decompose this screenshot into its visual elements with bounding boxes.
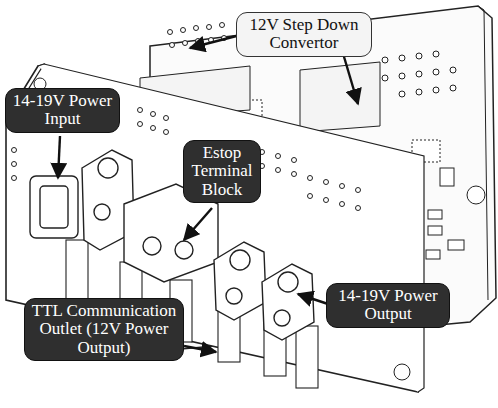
socket-hole xyxy=(98,158,118,178)
leader-arrow xyxy=(298,294,328,304)
callout-box: 12V Step Down Convertor xyxy=(236,12,372,57)
callout-box: 14-19V Power Input xyxy=(5,88,120,133)
hole xyxy=(433,51,439,57)
hole xyxy=(356,188,361,193)
hole xyxy=(416,53,422,59)
hole xyxy=(164,130,169,135)
callout-text: Estop Terminal Block xyxy=(190,144,254,199)
hole xyxy=(276,154,281,159)
hole xyxy=(324,198,329,203)
callout-box: Estop Terminal Block xyxy=(183,140,261,203)
chip xyxy=(448,240,464,250)
hole xyxy=(292,172,297,177)
spacer xyxy=(300,62,380,132)
hole xyxy=(164,116,169,121)
hole xyxy=(356,206,361,211)
hole xyxy=(416,71,422,77)
hole xyxy=(399,55,405,61)
hole xyxy=(194,26,199,31)
hole xyxy=(324,180,329,185)
hole xyxy=(138,122,143,127)
mount-hole xyxy=(394,364,410,380)
mount-hole xyxy=(467,186,485,204)
hole xyxy=(340,184,345,189)
callout-box: 14-19V Power Output xyxy=(326,283,450,328)
socket xyxy=(40,186,68,228)
hole xyxy=(399,73,405,79)
hole xyxy=(181,28,186,33)
hole xyxy=(416,89,422,95)
hole xyxy=(151,126,156,131)
leader-arrow xyxy=(184,208,212,240)
chip xyxy=(440,168,454,186)
hole xyxy=(433,87,439,93)
leader-arrow xyxy=(184,346,216,352)
hole xyxy=(207,25,212,30)
callout-box: TTL Communication Outlet (12V Power Outp… xyxy=(24,298,184,361)
leader-arrow xyxy=(58,136,60,178)
chip xyxy=(428,226,442,235)
hole xyxy=(292,158,297,163)
pcb-edge xyxy=(478,6,488,300)
pin-body xyxy=(296,326,318,388)
hole xyxy=(308,194,313,199)
pin-body xyxy=(66,240,88,300)
hole xyxy=(450,67,456,73)
hole xyxy=(450,85,456,91)
socket-hole xyxy=(278,272,298,292)
screw xyxy=(143,237,161,255)
hole xyxy=(170,43,175,48)
hole xyxy=(220,23,225,28)
hole xyxy=(138,108,143,113)
hole xyxy=(168,30,173,35)
socket-hole xyxy=(230,250,250,270)
hole xyxy=(399,91,405,97)
hole xyxy=(382,75,388,81)
chip xyxy=(426,250,440,259)
screw xyxy=(175,241,193,259)
hole xyxy=(12,148,17,153)
chip xyxy=(428,210,442,219)
hole xyxy=(340,202,345,207)
hole xyxy=(433,69,439,75)
hole xyxy=(183,41,188,46)
callout-text: 14-19V Power Output xyxy=(333,287,443,324)
socket-hole xyxy=(226,288,242,304)
hole xyxy=(196,39,201,44)
hole xyxy=(276,168,281,173)
hole xyxy=(12,176,17,181)
hole xyxy=(382,57,388,63)
callout-text: 14-19V Power Input xyxy=(12,92,113,129)
hole xyxy=(308,176,313,181)
xt-connector xyxy=(262,264,314,340)
front-holes xyxy=(12,78,411,380)
hole xyxy=(12,162,17,167)
leader-arrow xyxy=(342,50,358,104)
callout-text: 12V Step Down Convertor xyxy=(243,16,365,53)
callout-text: TTL Communication Outlet (12V Power Outp… xyxy=(31,302,177,357)
hole xyxy=(151,112,156,117)
xt-connector xyxy=(214,242,266,320)
socket-hole xyxy=(94,204,110,220)
socket-hole xyxy=(274,310,290,326)
power-input-connector xyxy=(30,176,78,238)
